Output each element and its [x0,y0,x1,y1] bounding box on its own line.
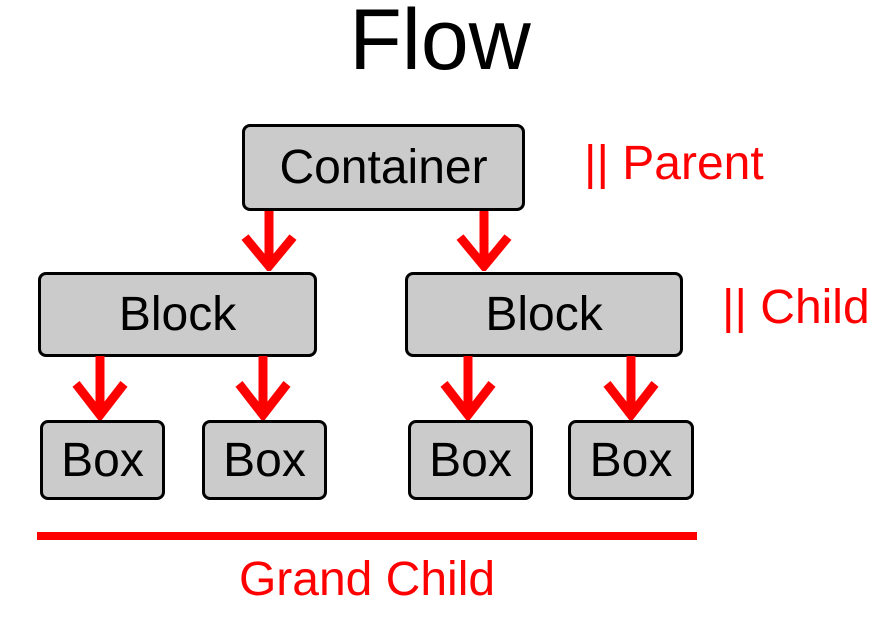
arrow-down-icon [456,211,512,271]
arrow-block-right-to-box4 [599,356,663,420]
arrow-down-icon [241,211,297,271]
arrow-down-icon [72,356,128,420]
arrow-down-icon [440,356,496,420]
arrow-block-left-to-box1 [68,356,132,420]
grand-child-underline [37,532,697,540]
node-container: Container [242,124,525,211]
arrow-container-to-block-left [237,211,301,271]
node-block-label: Block [118,288,237,341]
child-annotation: || Child [722,281,870,334]
node-box-label: Box [223,433,306,487]
parent-annotation: || Parent [584,137,764,190]
node-block-label: Block [485,288,603,341]
node-container-label: Container [279,141,488,194]
grand-child-annotation: Grand Child [238,553,496,606]
arrow-container-to-block-right [452,211,516,271]
node-block-left: Block [38,272,317,357]
arrow-down-icon [603,356,659,420]
node-box-3: Box [408,420,533,500]
arrow-block-left-to-box2 [231,356,295,420]
arrow-block-right-to-box3 [436,356,500,420]
node-box-4: Box [568,420,694,500]
node-box-2: Box [202,420,327,500]
node-box-label: Box [589,433,673,487]
node-block-right: Block [405,272,683,357]
page-title: Flow [349,0,531,88]
arrow-down-icon [235,356,291,420]
node-box-label: Box [429,433,512,487]
node-box-label: Box [61,433,144,487]
node-box-1: Box [40,420,165,500]
